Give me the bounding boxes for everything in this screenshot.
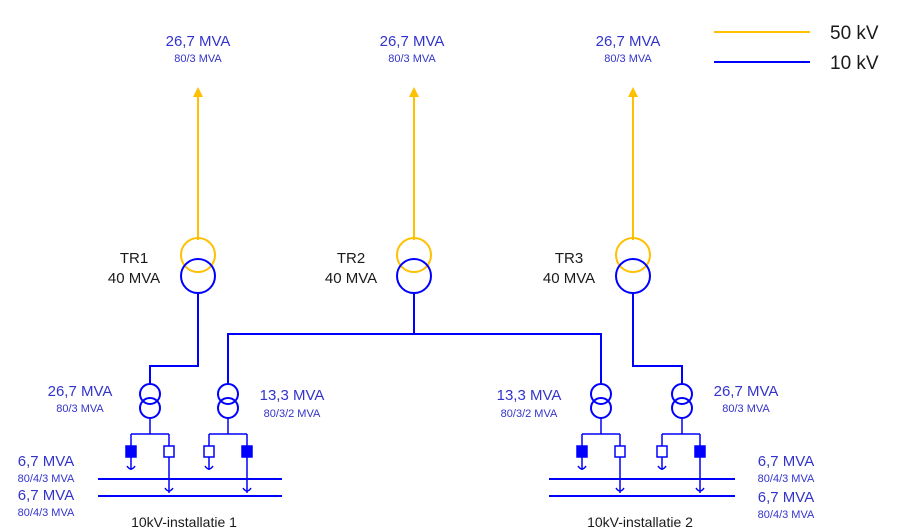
earth-3a-arrow-icon [577,465,587,470]
installation-1-name: 10kV-installatie 1 [131,514,237,530]
earth-2a-arrow-icon [204,465,214,470]
mv-link-tr1 [149,293,199,385]
bus-4-power: 6,7 MVA [758,489,814,506]
bus-3-ratio: 80/4/3 MVA [758,473,815,485]
bus-2-power: 6,7 MVA [18,487,74,504]
feeder-3-ratio: 80/3 MVA [604,53,652,65]
breaker-3a-closed [576,445,588,458]
hv-feeder-1-arrow [193,87,203,97]
reactor-2: 13,3 MVA 80/3/2 MVA [217,383,325,420]
bus-1-ratio: 80/4/3 MVA [18,473,75,485]
earth-4a-arrow-icon [657,465,667,470]
transformer-tr2: TR2 40 MVA [325,237,432,294]
breaker-1a-closed [125,445,137,458]
tr1-hv-winding [180,237,216,273]
feeder-labels: 26,7 MVA 80/3 MVA 26,7 MVA 80/3 MVA 26,7… [166,33,661,65]
reactor-4: 26,7 MVA 80/3 MVA [671,383,779,419]
busbars [98,478,735,497]
tr1-rating: 40 MVA [108,270,160,287]
tr2-rating: 40 MVA [325,270,377,287]
legend: 50 kV 10 kV [714,23,879,74]
legend-hv-label: 50 kV [830,23,879,44]
feeder-2-power: 26,7 MVA [380,33,445,50]
bus-2-ratio: 80/4/3 MVA [18,507,75,519]
breaker-group-1 [125,418,175,493]
tr2-name: TR2 [337,250,365,267]
tr3-mv-winding [615,258,651,294]
tap-1b-arrow-icon [164,487,174,492]
reactor-1-upper [139,383,161,405]
tr1-name: TR1 [120,250,148,267]
reactor-4-upper [671,383,693,405]
breaker-group-4 [656,418,706,493]
tr3-rating: 40 MVA [543,270,595,287]
breaker-group-2 [203,418,253,493]
reactor-2-power: 13,3 MVA [260,387,325,404]
transformer-tr1: TR1 40 MVA [108,237,216,294]
earth-1a-arrow-icon [126,465,136,470]
reactor-4-power: 26,7 MVA [714,383,779,400]
reactor-1-ratio: 80/3 MVA [56,403,104,415]
feeder-2-ratio: 80/3 MVA [388,53,436,65]
tap-4b-arrow-icon [695,487,705,492]
hv-feeder-3-arrow [628,87,638,97]
feeder-3-power: 26,7 MVA [596,33,661,50]
bus-1-power: 6,7 MVA [18,453,74,470]
tr2-hv-winding [396,237,432,273]
breaker-group-3 [576,418,626,493]
bus-3-power: 6,7 MVA [758,453,814,470]
bus-4-ratio: 80/4/3 MVA [758,509,815,521]
tr1-mv-winding [180,258,216,294]
reactor-2-upper [217,383,239,405]
reactor-1: 26,7 MVA 80/3 MVA [48,383,161,419]
reactor-1-power: 26,7 MVA [48,383,113,400]
feeder-1-ratio: 80/3 MVA [174,53,222,65]
installation-2-name: 10kV-installatie 2 [587,514,693,530]
breaker-1b-open [163,445,175,458]
transformer-tr3: TR3 40 MVA [543,237,651,294]
feeder-1-power: 26,7 MVA [166,33,231,50]
hv-feeders [193,87,638,240]
mv-connections [149,293,683,385]
tr3-hv-winding [615,237,651,273]
tap-3b-arrow-icon [615,487,625,492]
reactor-3-lower [590,397,612,419]
reactor-4-lower [671,397,693,419]
reactor-3: 13,3 MVA 80/3/2 MVA [497,383,612,420]
breaker-4a-open [656,445,668,458]
tr3-name: TR3 [555,250,583,267]
legend-mv-label: 10 kV [830,53,879,74]
tr2-mv-winding [396,258,432,294]
reactor-2-lower [217,397,239,419]
breaker-4b-closed [694,445,706,458]
reactor-2-ratio: 80/3/2 MVA [264,408,321,420]
tap-2b-arrow-icon [242,487,252,492]
mv-link-tr3 [632,293,683,385]
reactor-4-ratio: 80/3 MVA [722,403,770,415]
reactor-3-power: 13,3 MVA [497,387,562,404]
breaker-2b-closed [241,445,253,458]
hv-feeder-2-arrow [409,87,419,97]
bus-section-labels: 6,7 MVA 80/4/3 MVA 6,7 MVA 80/4/3 MVA 6,… [18,453,815,521]
mv-link-tr2-bus [227,333,602,385]
reactor-1-lower [139,397,161,419]
breaker-2a-open [203,445,215,458]
reactor-3-ratio: 80/3/2 MVA [501,408,558,420]
reactor-3-upper [590,383,612,405]
breaker-3b-open [614,445,626,458]
